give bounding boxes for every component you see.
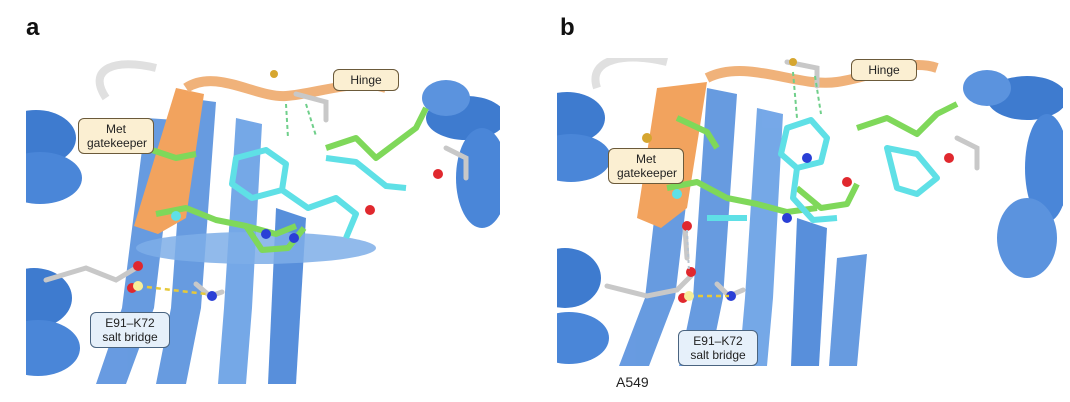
panel-letter-a: a [26, 14, 40, 41]
hinge-hbonds [285, 103, 317, 139]
met-label-line1: Met [105, 122, 126, 136]
ligand-green [666, 101, 959, 215]
salt-label-line1: E91–K72 [693, 334, 743, 348]
met-gatekeeper-label-a: Met gatekeeper [78, 118, 154, 154]
met-label-line2: gatekeeper [617, 166, 678, 180]
met-label-line1: Met [635, 152, 656, 166]
hinge-label-b: Hinge [851, 59, 917, 81]
panel-b-structure [557, 58, 1063, 366]
helix-right [422, 80, 500, 228]
residue-sticks [604, 59, 980, 299]
met-gatekeeper-label-b: Met gatekeeper [608, 148, 684, 184]
salt-label-line2: salt bridge [690, 348, 746, 362]
met-label-line2: gatekeeper [87, 136, 148, 150]
salt-bridge-dashes [137, 284, 207, 296]
helix-left [557, 92, 611, 364]
helix-left [26, 110, 82, 376]
panel-letter-b: b [560, 14, 575, 41]
hinge-label-a: Hinge [333, 69, 399, 91]
helix-right [963, 70, 1063, 278]
gatekeeper-strand [134, 88, 204, 234]
salt-label-line1: E91–K72 [105, 316, 155, 330]
ligand-cyan [229, 147, 407, 240]
hinge-hbonds [792, 71, 822, 119]
salt-bridge-label-b: E91–K72 salt bridge [678, 330, 758, 366]
caption: A549 [616, 374, 649, 390]
ligand-green [145, 106, 429, 253]
ligand-cyan [707, 117, 940, 223]
salt-label-line2: salt bridge [102, 330, 158, 344]
salt-bridge-label-a: E91–K72 salt bridge [90, 312, 170, 348]
